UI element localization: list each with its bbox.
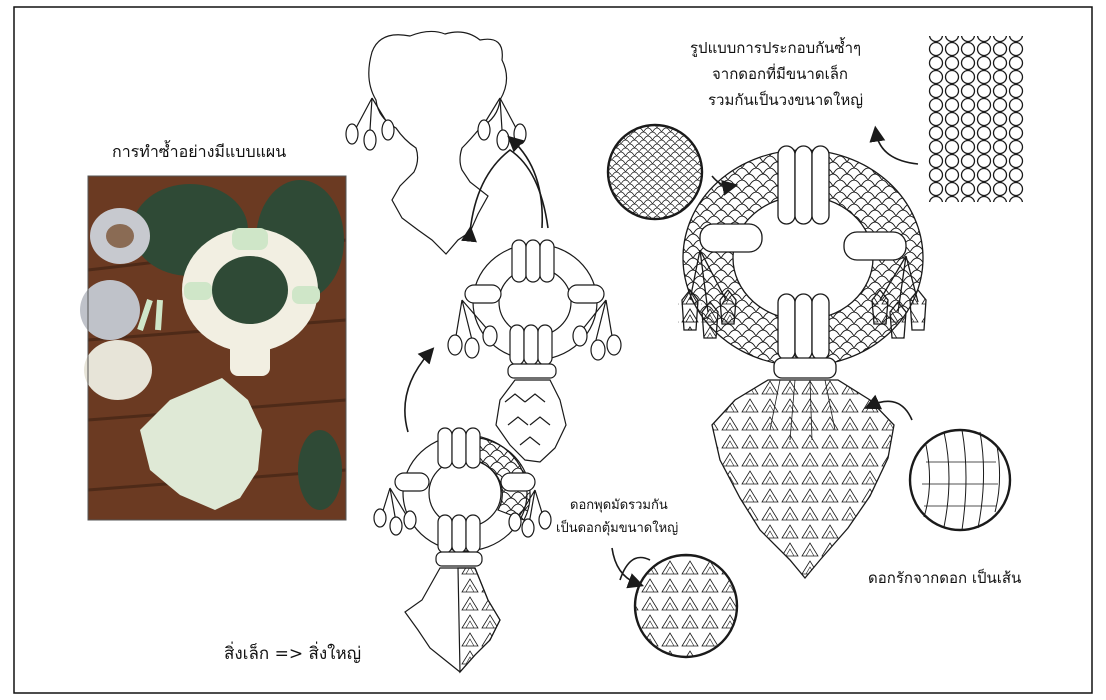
- garland-photo: [80, 176, 346, 520]
- strand-note: ดอกรักจากดอก เป็นเส้น: [868, 566, 1021, 590]
- magnified-scales-circle: [608, 125, 702, 219]
- pattern-note-line-2: จากดอกที่มีขนาดเล็ก: [712, 62, 848, 86]
- photo-caption: การทำซ้ำอย่างมีแบบแผน: [112, 140, 286, 165]
- magnified-strand-circle: [910, 430, 1010, 530]
- magnified-flower-cluster-circle: [635, 555, 737, 657]
- pattern-note-line-3: รวมกันเป็นวงขนาดใหญ่: [708, 88, 863, 112]
- small-to-big-note: สิ่งเล็ก => สิ่งใหญ่: [224, 640, 361, 667]
- flower-group-note-line-1: ดอกพุดมัดรวมกัน: [570, 494, 668, 515]
- garland-detailed: [678, 146, 926, 578]
- garland-stage-1: [374, 428, 551, 672]
- arrow-small-to-big-upper: [512, 140, 542, 228]
- pattern-note-line-1: รูปแบบการประกอบกันซ้ำๆ: [690, 36, 861, 60]
- circle-pattern: [928, 36, 1024, 202]
- flower-group-note-line-2: เป็นดอกตุ้มขนาดใหญ่: [556, 517, 678, 538]
- garland-silhouette: [346, 31, 526, 254]
